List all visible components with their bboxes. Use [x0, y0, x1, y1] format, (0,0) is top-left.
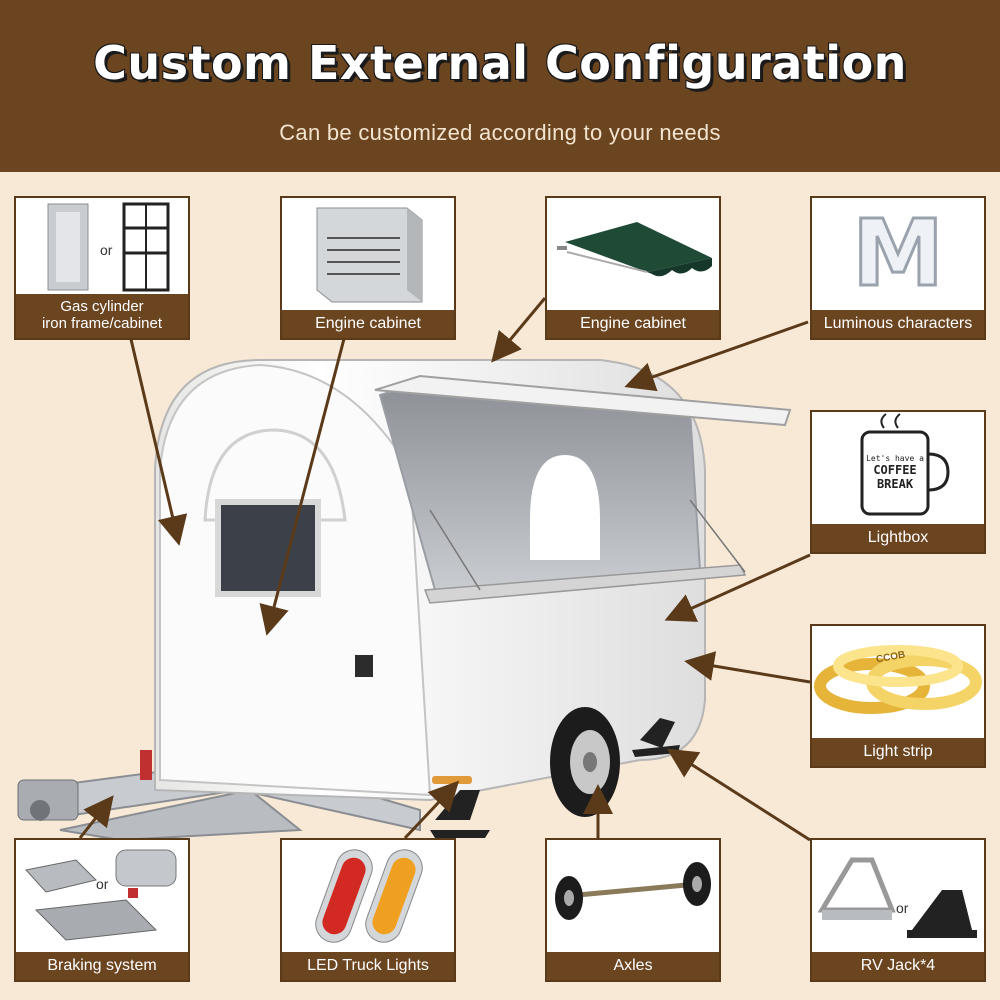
card-label: Engine cabinet: [282, 310, 454, 338]
card-luminous-characters: M Luminous characters: [810, 196, 986, 340]
card-lightbox: Let's have a COFFEE BREAK Lightbox: [810, 410, 986, 554]
page-subtitle: Can be customized according to your need…: [279, 120, 721, 145]
or-text: or: [896, 900, 909, 916]
card-label: Light strip: [812, 738, 984, 766]
led-truck-lights-image: [282, 840, 454, 952]
luminous-letter: M: [851, 200, 946, 307]
axles-image: [547, 840, 719, 952]
gas-cylinder-image: or: [16, 198, 188, 294]
tow-frame: [17, 750, 421, 842]
card-label: Gas cylinder iron frame/cabinet: [16, 294, 188, 338]
light-strip-image: CCOB: [812, 626, 984, 738]
lightbox-text-2: COFFEE: [873, 463, 917, 477]
card-light-strip: CCOB Light strip: [810, 624, 986, 768]
awning-image: [547, 198, 719, 310]
card-label: LED Truck Lights: [282, 952, 454, 980]
card-engine-cabinet-2: Engine cabinet: [545, 196, 721, 340]
card-label: Lightbox: [812, 524, 984, 552]
header-banner: Custom External Configuration Can be cus…: [0, 0, 1000, 172]
card-gas-cylinder: or Gas cylinder iron frame/cabinet: [14, 196, 190, 340]
engine-cabinet-image: [282, 198, 454, 310]
card-label: RV Jack*4: [812, 952, 984, 980]
lightbox-text-1: Let's have a: [866, 454, 924, 463]
or-text: or: [100, 242, 113, 258]
card-rv-jack: or RV Jack*4: [810, 838, 986, 982]
callout-arrows: [78, 297, 811, 842]
lightbox-image: Let's have a COFFEE BREAK: [812, 412, 984, 524]
braking-system-image: or: [16, 840, 188, 952]
card-label: Axles: [547, 952, 719, 980]
rv-jack-image: or: [812, 840, 984, 952]
trailer-wheel: [550, 707, 620, 817]
luminous-characters-image: M: [812, 198, 984, 310]
card-label: Luminous characters: [812, 310, 984, 338]
card-axles: Axles: [545, 838, 721, 982]
card-label: Engine cabinet: [547, 310, 719, 338]
card-led-truck-lights: LED Truck Lights: [280, 838, 456, 982]
card-label: Braking system: [16, 952, 188, 980]
card-braking-system: or Braking system: [14, 838, 190, 982]
trailer-body: [154, 359, 792, 802]
lightbox-text-3: BREAK: [876, 477, 914, 491]
or-text: or: [96, 876, 109, 892]
card-engine-cabinet-1: Engine cabinet: [280, 196, 456, 340]
page-title: Custom External Configuration: [92, 35, 907, 91]
